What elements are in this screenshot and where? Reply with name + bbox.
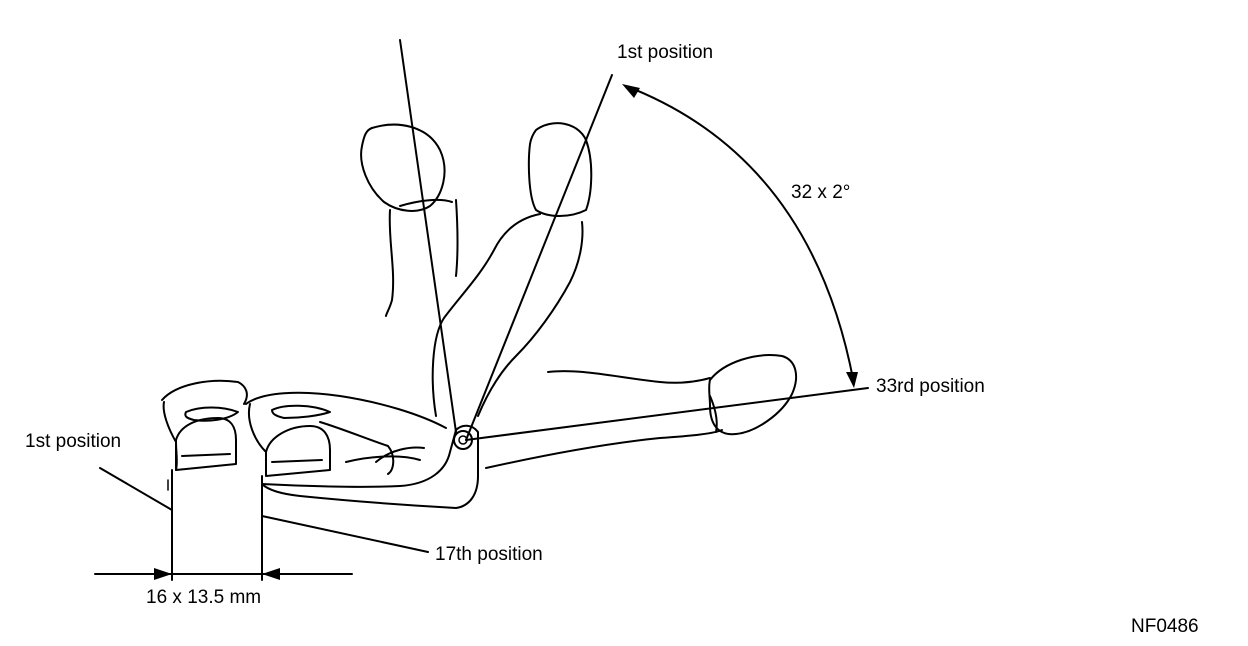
slide-17th-position-leader	[261, 515, 429, 553]
seat-base-bracket	[261, 424, 479, 509]
seat-cushion-front	[161, 379, 248, 471]
recline-angle-arc	[625, 85, 855, 385]
arc-arrowhead-bottom	[846, 372, 858, 388]
backrest-first-position-label: 1st position	[617, 42, 714, 63]
slide-dimension-label: 16 x 13.5 mm	[146, 587, 262, 608]
backrest-upright-ghost	[385, 198, 459, 317]
slide-first-position-label: 1st position	[25, 431, 122, 452]
figure-reference-code: NF0486	[1131, 616, 1199, 637]
headrest-upright	[360, 123, 446, 212]
backrest-first-position-axis	[465, 74, 613, 441]
backrest-reclined	[431, 213, 584, 417]
recline-angle-label: 32 x 2°	[791, 182, 851, 203]
slide-17th-position-label: 17th position	[435, 544, 543, 565]
headrest-reclined	[527, 122, 593, 217]
backrest-flat	[485, 370, 723, 469]
arc-arrowhead-top	[622, 84, 640, 98]
seat-slide-rail-rear	[265, 425, 331, 477]
dim-arrow-left	[154, 568, 172, 580]
seat-slide-rail-front	[175, 417, 237, 471]
backrest-last-position-label: 33rd position	[876, 376, 985, 397]
slide-first-position-leader	[99, 467, 173, 511]
vertical-reference-line	[399, 39, 457, 433]
headrest-flat	[708, 354, 798, 436]
dim-arrow-right	[262, 568, 280, 580]
backrest-last-position-axis	[465, 387, 869, 441]
recliner-pivot-inner	[458, 435, 468, 445]
seat-cushion-rear	[245, 391, 447, 475]
